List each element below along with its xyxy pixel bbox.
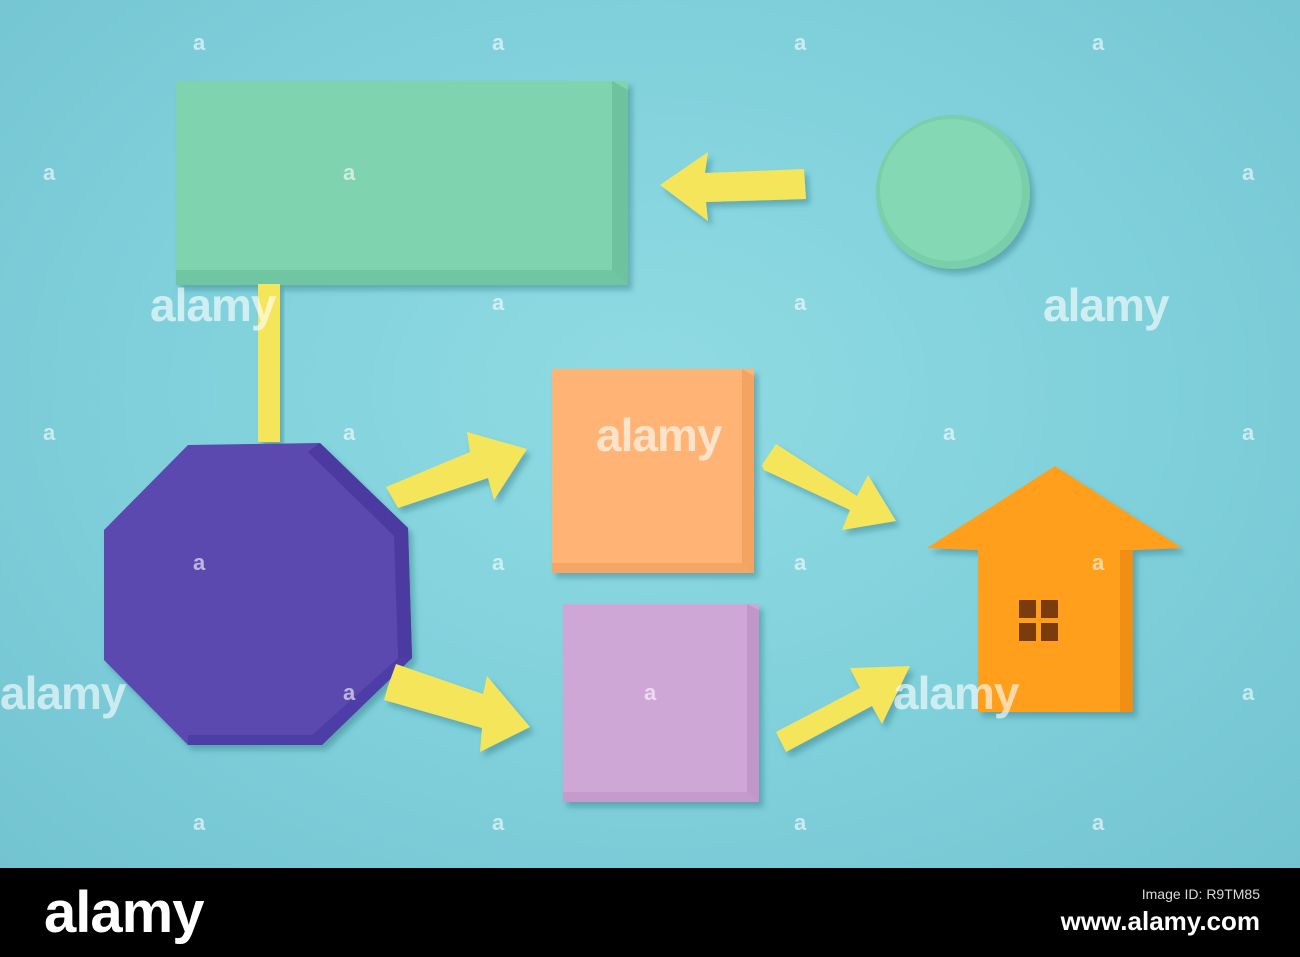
watermark-glyph: a bbox=[492, 290, 505, 315]
paper-flowchart-photo: alamy alamy alamy alamy alamy a a a a a … bbox=[0, 0, 1300, 868]
watermark-glyph: a bbox=[193, 30, 206, 55]
watermark-word: alamy bbox=[150, 279, 276, 331]
image-url: www.alamy.com bbox=[1060, 906, 1260, 936]
green-rectangle-card bbox=[176, 81, 628, 285]
watermark-glyph: a bbox=[1092, 550, 1105, 575]
watermark-glyph: a bbox=[492, 810, 505, 835]
watermark-glyph: a bbox=[794, 810, 807, 835]
orange-house bbox=[927, 466, 1182, 712]
watermark-word: alamy bbox=[1043, 279, 1169, 331]
watermark-glyph: a bbox=[343, 680, 356, 705]
vertical-connector bbox=[258, 284, 280, 442]
watermark-glyph: a bbox=[794, 550, 807, 575]
arrow-right-up-icon bbox=[386, 432, 527, 508]
window-icon bbox=[1019, 600, 1058, 641]
watermark-glyph: a bbox=[794, 30, 807, 55]
stock-footer-bar: alamy Image ID: R9TM85 www.alamy.com bbox=[0, 868, 1300, 957]
image-id-block: Image ID: R9TM85 www.alamy.com bbox=[1061, 886, 1260, 937]
watermark-glyph: a bbox=[492, 550, 505, 575]
watermark-word: alamy bbox=[893, 667, 1019, 719]
watermark-glyph: a bbox=[1092, 30, 1105, 55]
image-id-caption: Image ID: R9TM85 bbox=[1141, 886, 1260, 902]
arrow-right-down-icon bbox=[384, 664, 530, 752]
green-circle bbox=[876, 115, 1030, 269]
watermark-glyph: a bbox=[492, 30, 505, 55]
watermark-glyph: a bbox=[43, 160, 56, 185]
watermark-word: alamy bbox=[0, 667, 126, 719]
watermark-glyph: a bbox=[794, 290, 807, 315]
watermark-glyph: a bbox=[943, 420, 956, 445]
arrow-down-right-icon bbox=[762, 444, 896, 530]
watermark-glyph: a bbox=[343, 420, 356, 445]
purple-octagon bbox=[104, 443, 412, 745]
watermark-glyph: a bbox=[1242, 160, 1255, 185]
watermark-glyph: a bbox=[644, 680, 657, 705]
watermark-glyph: a bbox=[1242, 680, 1255, 705]
lilac-square bbox=[563, 604, 759, 802]
watermark-word: alamy bbox=[596, 409, 722, 461]
paper-flowchart-scene bbox=[104, 81, 1182, 802]
watermark-glyph: a bbox=[1242, 420, 1255, 445]
watermark-glyph: a bbox=[343, 160, 356, 185]
arrow-up-right-icon bbox=[776, 666, 910, 752]
alamy-logo: alamy bbox=[44, 880, 204, 945]
watermark-glyph: a bbox=[193, 550, 206, 575]
watermark-glyph: a bbox=[193, 810, 206, 835]
arrow-left-icon bbox=[660, 152, 806, 221]
orange-square bbox=[552, 369, 754, 573]
watermark-glyph: a bbox=[43, 420, 56, 445]
watermark-glyph: a bbox=[1092, 810, 1105, 835]
